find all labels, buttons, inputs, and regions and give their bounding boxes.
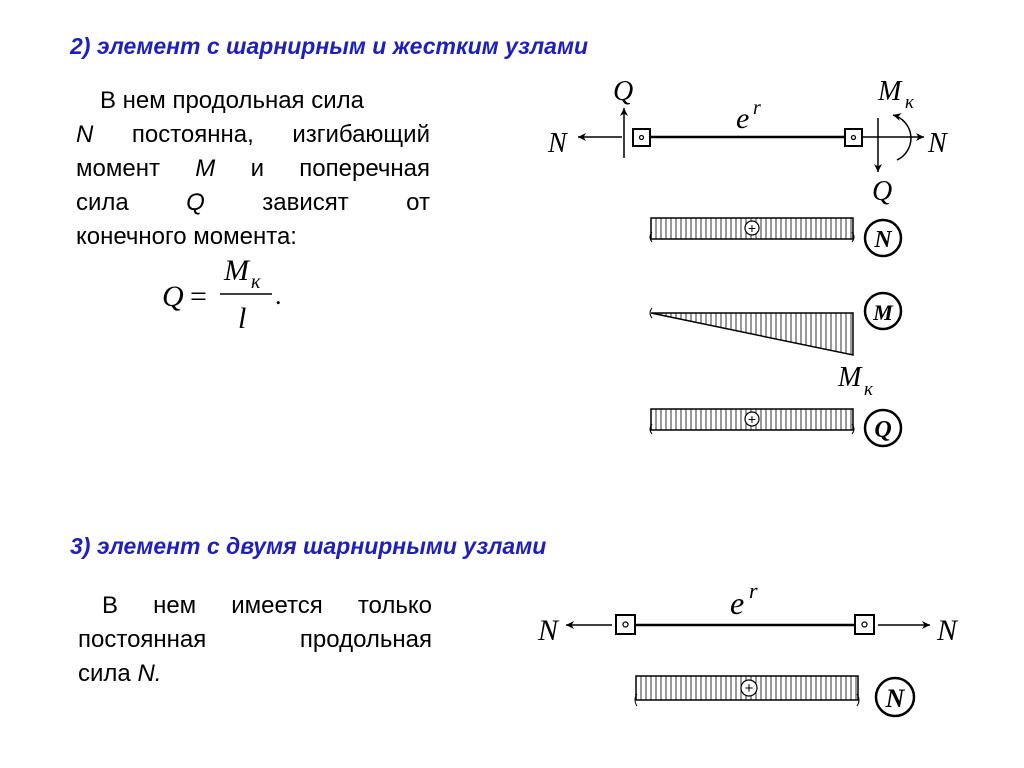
section2-line5: конечного момента: [76,223,297,250]
scheme2-n-right-label: N [927,128,948,159]
epure3-n-hatch [640,676,857,700]
epure2-n-badge [863,218,903,258]
plus-sign-icon [744,411,760,427]
section2-heading: 2) элемент с шарнирным и жестким узлами [70,33,589,59]
scheme2-right-hinge [844,128,863,147]
epure2-q-badge [863,408,903,448]
hinge-dot-icon [850,134,857,141]
epure2-q-right-tick [851,423,855,435]
formula-equals: = [190,280,207,313]
epure2-q-frame [650,408,854,431]
section2-line2: N постоянна, изгибающий [76,121,430,148]
plus-sign-icon [744,220,760,236]
scheme2-mk-label: M [877,76,903,107]
epure2-m-left-tick [649,307,653,319]
scheme2-er-sup: r [753,97,761,119]
scheme3-right-hinge [854,614,875,635]
section3-line3: сила N. [78,660,162,687]
scheme3-n-left-label: N [537,614,560,647]
section3-heading: 3) элемент с двумя шарнирными узлами [70,533,547,559]
epure3-n: + N [634,675,916,718]
formula-denominator: l [238,302,246,335]
scheme3-n-right-label: N [936,614,959,647]
scheme2-left-hinge [632,128,651,147]
section2-paragraph: В нем продольная сила N постоянна, изгиб… [76,84,430,254]
scheme3-er-sup: r [749,578,758,603]
epure2-m-badge [863,291,903,331]
moment-arc-icon [892,113,912,161]
epure2-m: M M к [649,291,903,400]
epure3-n-left-tick [634,693,638,707]
epure2-q-left-tick [649,423,653,435]
formula: Q = M к l . [162,254,282,335]
section2-line3: момент M и поперечная [76,155,430,182]
epure3-n-frame [635,675,859,701]
section3-line2: постоянная продольная [78,626,432,653]
epure2-m-triangle [650,312,854,356]
scheme2-n-left-label: N [547,128,568,159]
scheme3-left-hinge [615,614,636,635]
formula-numerator: M [223,254,251,287]
epure2-m-badge-label: M [872,300,894,325]
epure2-n: + N [649,217,903,258]
hinge-dot-icon [622,621,629,628]
formula-numerator-sub: к [251,271,261,293]
plus-sign-icon [740,679,758,697]
section2-line4: сила Q зависят от [76,189,430,216]
epure2-mk-sub: к [864,379,874,400]
scheme3: N N e r [537,578,959,647]
scheme2-q-top-label: Q [613,76,633,107]
scheme2-er-label: e [736,102,749,135]
formula-lhs: Q [162,280,184,313]
section2-line1: В нем продольная сила [100,87,364,114]
epure2-n-left-tick [649,231,653,243]
epure2-q-plus: + [748,411,756,427]
section3-line1: В нем имеется только [102,592,432,619]
epure2-n-badge-label: N [873,227,893,253]
section3-paragraph: В нем имеется только постоянная продольн… [78,589,432,691]
scheme2-mk-sub: к [905,92,915,113]
epure2-q-badge-label: Q [874,417,891,443]
epure3-n-plus: + [745,680,754,697]
scheme2: N Q e r N Q M к [547,76,948,207]
epure2-n-right-tick [851,231,855,243]
epure2-mk-label: M [837,362,863,393]
hinge-dot-icon [861,621,868,628]
scheme2-q-bottom-label: Q [872,176,892,207]
epure3-n-right-tick [856,693,860,707]
scheme3-er-label: e [730,585,744,621]
epure2-m-hatch [655,313,852,355]
epure2-q: + Q [649,408,903,448]
epure3-n-badge-label: N [885,684,906,713]
hinge-dot-icon [638,134,645,141]
epure3-n-badge [874,676,916,718]
formula-period: . [275,281,282,310]
epure2-n-plus: + [748,220,756,236]
